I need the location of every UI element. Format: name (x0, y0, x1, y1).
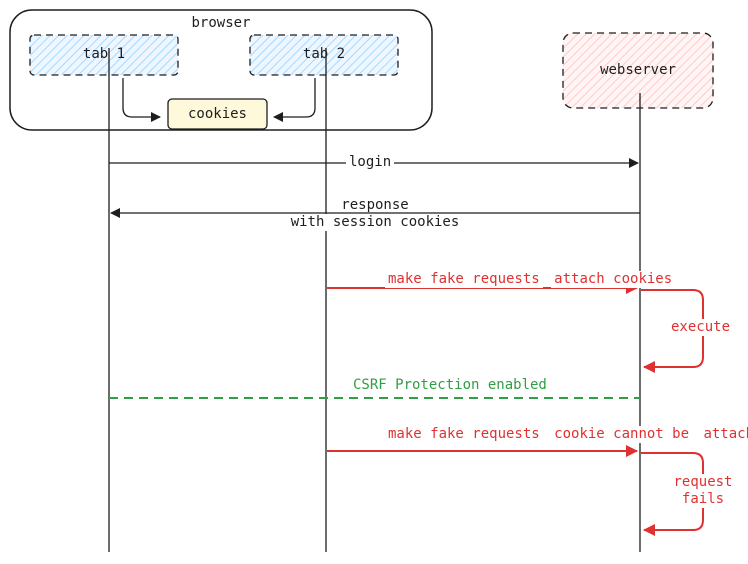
cookies-label: cookies (187, 106, 247, 122)
fake-request-1-label: make fake requests attach cookies (385, 271, 676, 288)
fake-request-2-line-2: cookie cannot be (551, 426, 693, 443)
response-line-2: with session cookies (287, 214, 463, 231)
response-line-1: response (341, 197, 409, 213)
request-fails-line-1: request (673, 474, 733, 490)
cookies-box (167, 98, 268, 130)
webserver-label: webserver (600, 62, 676, 78)
tab-1-to-cookies-arrow (122, 78, 161, 122)
tab-2-label: tab 2 (302, 46, 346, 62)
login-label: login (346, 154, 395, 171)
tab-2-to-cookies-arrow (273, 78, 316, 122)
tab-2-box (249, 34, 399, 76)
fake-request-1-line-1: make fake requests (385, 271, 543, 288)
csrf-label: CSRF Protection enabled (350, 377, 550, 394)
execute-label: execute (668, 319, 734, 336)
fake-request-2-label: make fake requests cookie cannot be atta… (385, 426, 748, 443)
browser-label: browser (191, 15, 251, 31)
response-label: response with session cookies (265, 197, 485, 231)
fake-request-2-line-1: make fake requests (385, 426, 543, 443)
tab-1-label: tab 1 (82, 46, 126, 62)
fake-request-1-line-2: attach cookies (551, 271, 676, 288)
request-fails-label: request fails (665, 474, 741, 508)
webserver-box (562, 32, 714, 109)
tab-1-box (29, 34, 179, 76)
request-fails-line-2: fails (681, 491, 725, 507)
fake-request-2-line-3: attached (700, 426, 748, 443)
